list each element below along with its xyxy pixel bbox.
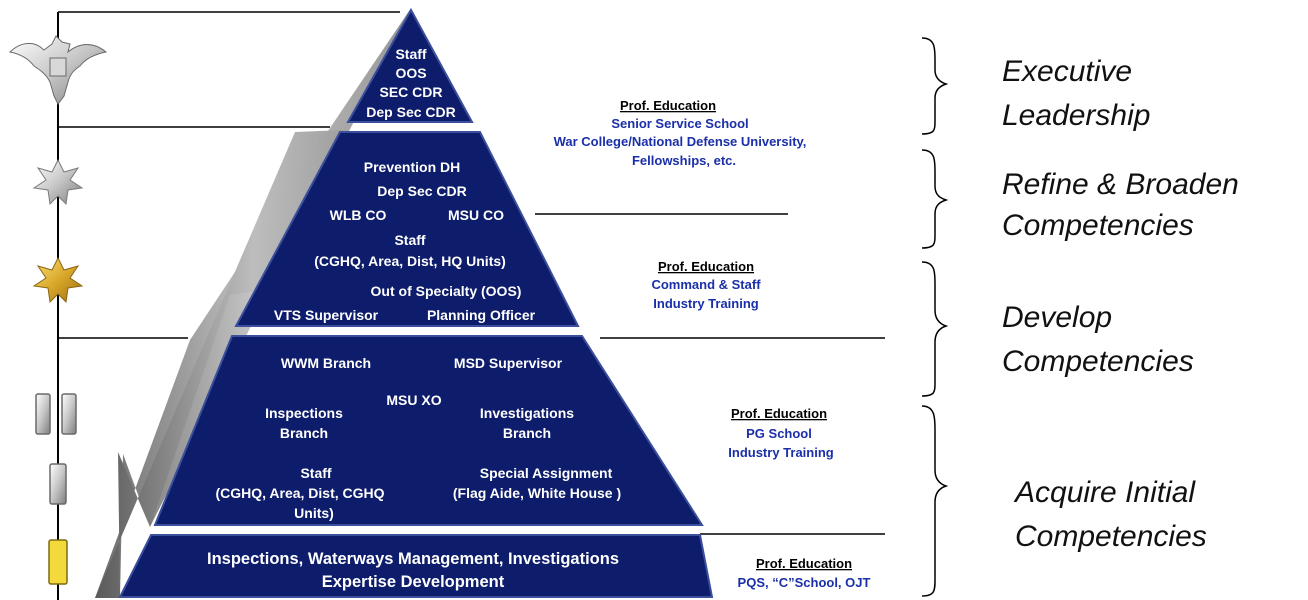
education-heading: Prof. Education [658, 259, 754, 274]
pyramid-text: WLB CO [330, 207, 387, 223]
pyramid-text: Inspections [265, 405, 343, 421]
pyramid-text: Units) [294, 505, 334, 521]
phase-label: Competencies [1015, 520, 1207, 553]
pyramid-text: Branch [503, 425, 551, 441]
pyramid-text: (CGHQ, Area, Dist, CGHQ [215, 485, 384, 501]
pyramid-text: Staff [300, 465, 331, 481]
education-line: War College/National Defense University, [554, 134, 807, 149]
single-silver-bar-icon [49, 463, 67, 505]
education-line: Senior Service School [611, 116, 748, 131]
brace [921, 37, 949, 135]
pyramid-text: Staff [395, 46, 426, 62]
pyramid-text: (CGHQ, Area, Dist, HQ Units) [314, 253, 506, 269]
brace [921, 149, 949, 249]
pyramid-tier-executive [346, 7, 474, 123]
pyramid-text: Investigations [480, 405, 574, 421]
pyramid-tier-refine [234, 131, 580, 327]
pyramid-text: Branch [280, 425, 328, 441]
phase-label: Competencies [1002, 345, 1194, 378]
pyramid-text: MSU CO [448, 207, 504, 223]
phase-label: Acquire Initial [1013, 476, 1196, 509]
pyramid-text: MSD Supervisor [454, 355, 563, 371]
pyramid-text: Dep Sec CDR [377, 183, 466, 199]
phase-label: Leadership [1002, 99, 1150, 132]
education-heading: Prof. Education [756, 556, 852, 571]
pyramid-text: OOS [395, 65, 426, 81]
pyramid-text: Staff [394, 232, 425, 248]
gold-oak-leaf-icon [32, 256, 84, 304]
education-line: Industry Training [728, 445, 834, 460]
education-heading: Prof. Education [731, 406, 827, 421]
pyramid-tier-acquire [118, 534, 714, 598]
pyramid-text: Out of Specialty (OOS) [371, 283, 522, 299]
brace [921, 261, 949, 397]
pyramid-text: WWM Branch [281, 355, 371, 371]
education-heading: Prof. Education [620, 98, 716, 113]
pyramid-text: SEC CDR [379, 84, 442, 100]
pyramid-tier-develop [153, 335, 704, 526]
education-line: Command & Staff [651, 277, 761, 292]
phase-label: Executive [1002, 55, 1132, 88]
phase-label: Competencies [1002, 209, 1194, 242]
phase-label: Refine & Broaden [1002, 168, 1239, 201]
education-line: PQS, “C”School, OJT [738, 575, 871, 590]
phase-label: Develop [1002, 301, 1112, 334]
pyramid-text: Inspections, Waterways Management, Inves… [207, 550, 619, 568]
pyramid-text: Dep Sec CDR [366, 104, 455, 120]
pyramid-text: MSU XO [386, 392, 441, 408]
education-line: Fellowships, etc. [632, 153, 736, 168]
brace [921, 405, 949, 597]
silver-oak-leaf-icon [32, 158, 84, 206]
pyramid-text: (Flag Aide, White House ) [453, 485, 621, 501]
pyramid-text: Expertise Development [322, 573, 505, 591]
pyramid-text: Special Assignment [480, 465, 613, 481]
pyramid-text: Prevention DH [364, 159, 460, 175]
double-silver-bar-icon [35, 393, 77, 435]
gold-bar-icon [48, 539, 68, 585]
education-line: Industry Training [653, 296, 759, 311]
eagle-insignia-icon [8, 35, 108, 105]
pyramid-text: Planning Officer [427, 307, 536, 323]
pyramid-text: VTS Supervisor [274, 307, 379, 323]
education-line: PG School [746, 426, 812, 441]
